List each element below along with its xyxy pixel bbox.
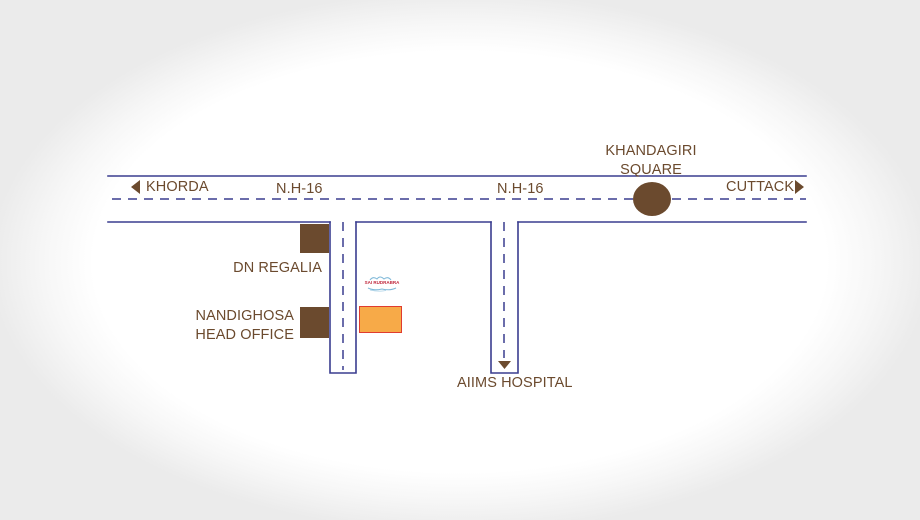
dn-regalia-label: DN REGALIA bbox=[233, 260, 322, 276]
branch-road-site bbox=[329, 221, 357, 374]
khandagiri-square-label: KHANDAGIRI SQUARE bbox=[592, 142, 710, 180]
khandagiri-label-line2: SQUARE bbox=[620, 162, 682, 178]
cuttack-label: CUTTACK bbox=[726, 179, 795, 195]
branch-road-aiims bbox=[490, 221, 519, 374]
nandighosa-label-line1: NANDIGHOSA bbox=[195, 308, 294, 324]
left-arrow-icon bbox=[131, 180, 140, 194]
nh16-left-label: N.H-16 bbox=[276, 181, 323, 197]
khandagiri-label-line1: KHANDAGIRI bbox=[605, 143, 697, 159]
site-logo: SAI RUDRABRA bbox=[360, 276, 404, 292]
nandighosa-head-office-label: NANDIGHOSA HEAD OFFICE bbox=[170, 307, 294, 345]
down-arrow-icon bbox=[498, 361, 511, 369]
site-logo-text: SAI RUDRABRA bbox=[364, 280, 400, 285]
right-arrow-icon bbox=[795, 180, 804, 194]
aiims-hospital-label: AIIMS HOSPITAL bbox=[457, 375, 573, 391]
nh16-right-label: N.H-16 bbox=[497, 181, 544, 197]
project-site-marker bbox=[359, 306, 402, 333]
nandighosa-label-line2: HEAD OFFICE bbox=[195, 327, 294, 343]
nandighosa-building bbox=[300, 307, 329, 338]
khorda-label: KHORDA bbox=[146, 179, 209, 195]
cloud-logo-icon bbox=[367, 276, 397, 292]
dn-regalia-building bbox=[300, 224, 329, 253]
khandagiri-roundabout bbox=[633, 182, 671, 216]
